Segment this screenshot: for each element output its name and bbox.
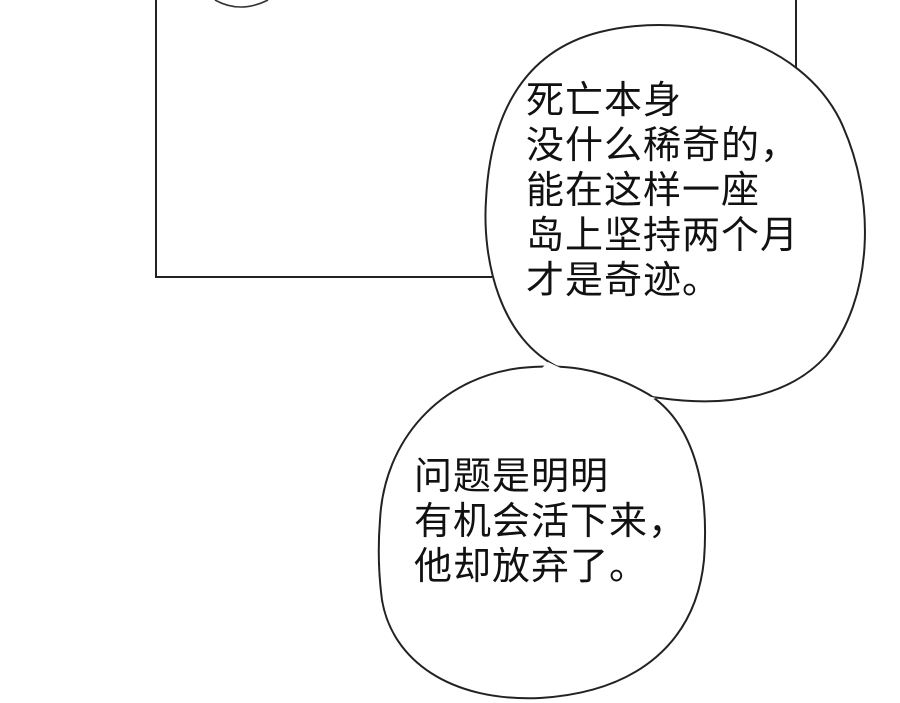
speech-line: 有机会活下来， xyxy=(414,499,688,543)
speech-line: 问题是明明 xyxy=(414,454,610,498)
speech-line: 能在这样一座 xyxy=(526,168,761,212)
speech-line: 死亡本身 xyxy=(526,78,683,122)
bubble-connector xyxy=(540,362,656,404)
speech-bubble-lower xyxy=(377,365,706,700)
speech-line: 他却放弃了。 xyxy=(414,544,649,588)
speech-line: 没什么稀奇的， xyxy=(526,123,800,167)
speech-bubble-upper xyxy=(484,24,866,403)
speech-line: 岛上坚持两个月 xyxy=(526,213,800,257)
speech-line: 才是奇迹。 xyxy=(526,258,722,302)
speech-text-lower: 问题是明明 有机会活下来， 他却放弃了。 xyxy=(414,454,687,589)
speech-text-upper: 死亡本身 没什么稀奇的， 能在这样一座 岛上坚持两个月 才是奇迹。 xyxy=(526,78,799,303)
panel-art-arc xyxy=(214,0,269,8)
